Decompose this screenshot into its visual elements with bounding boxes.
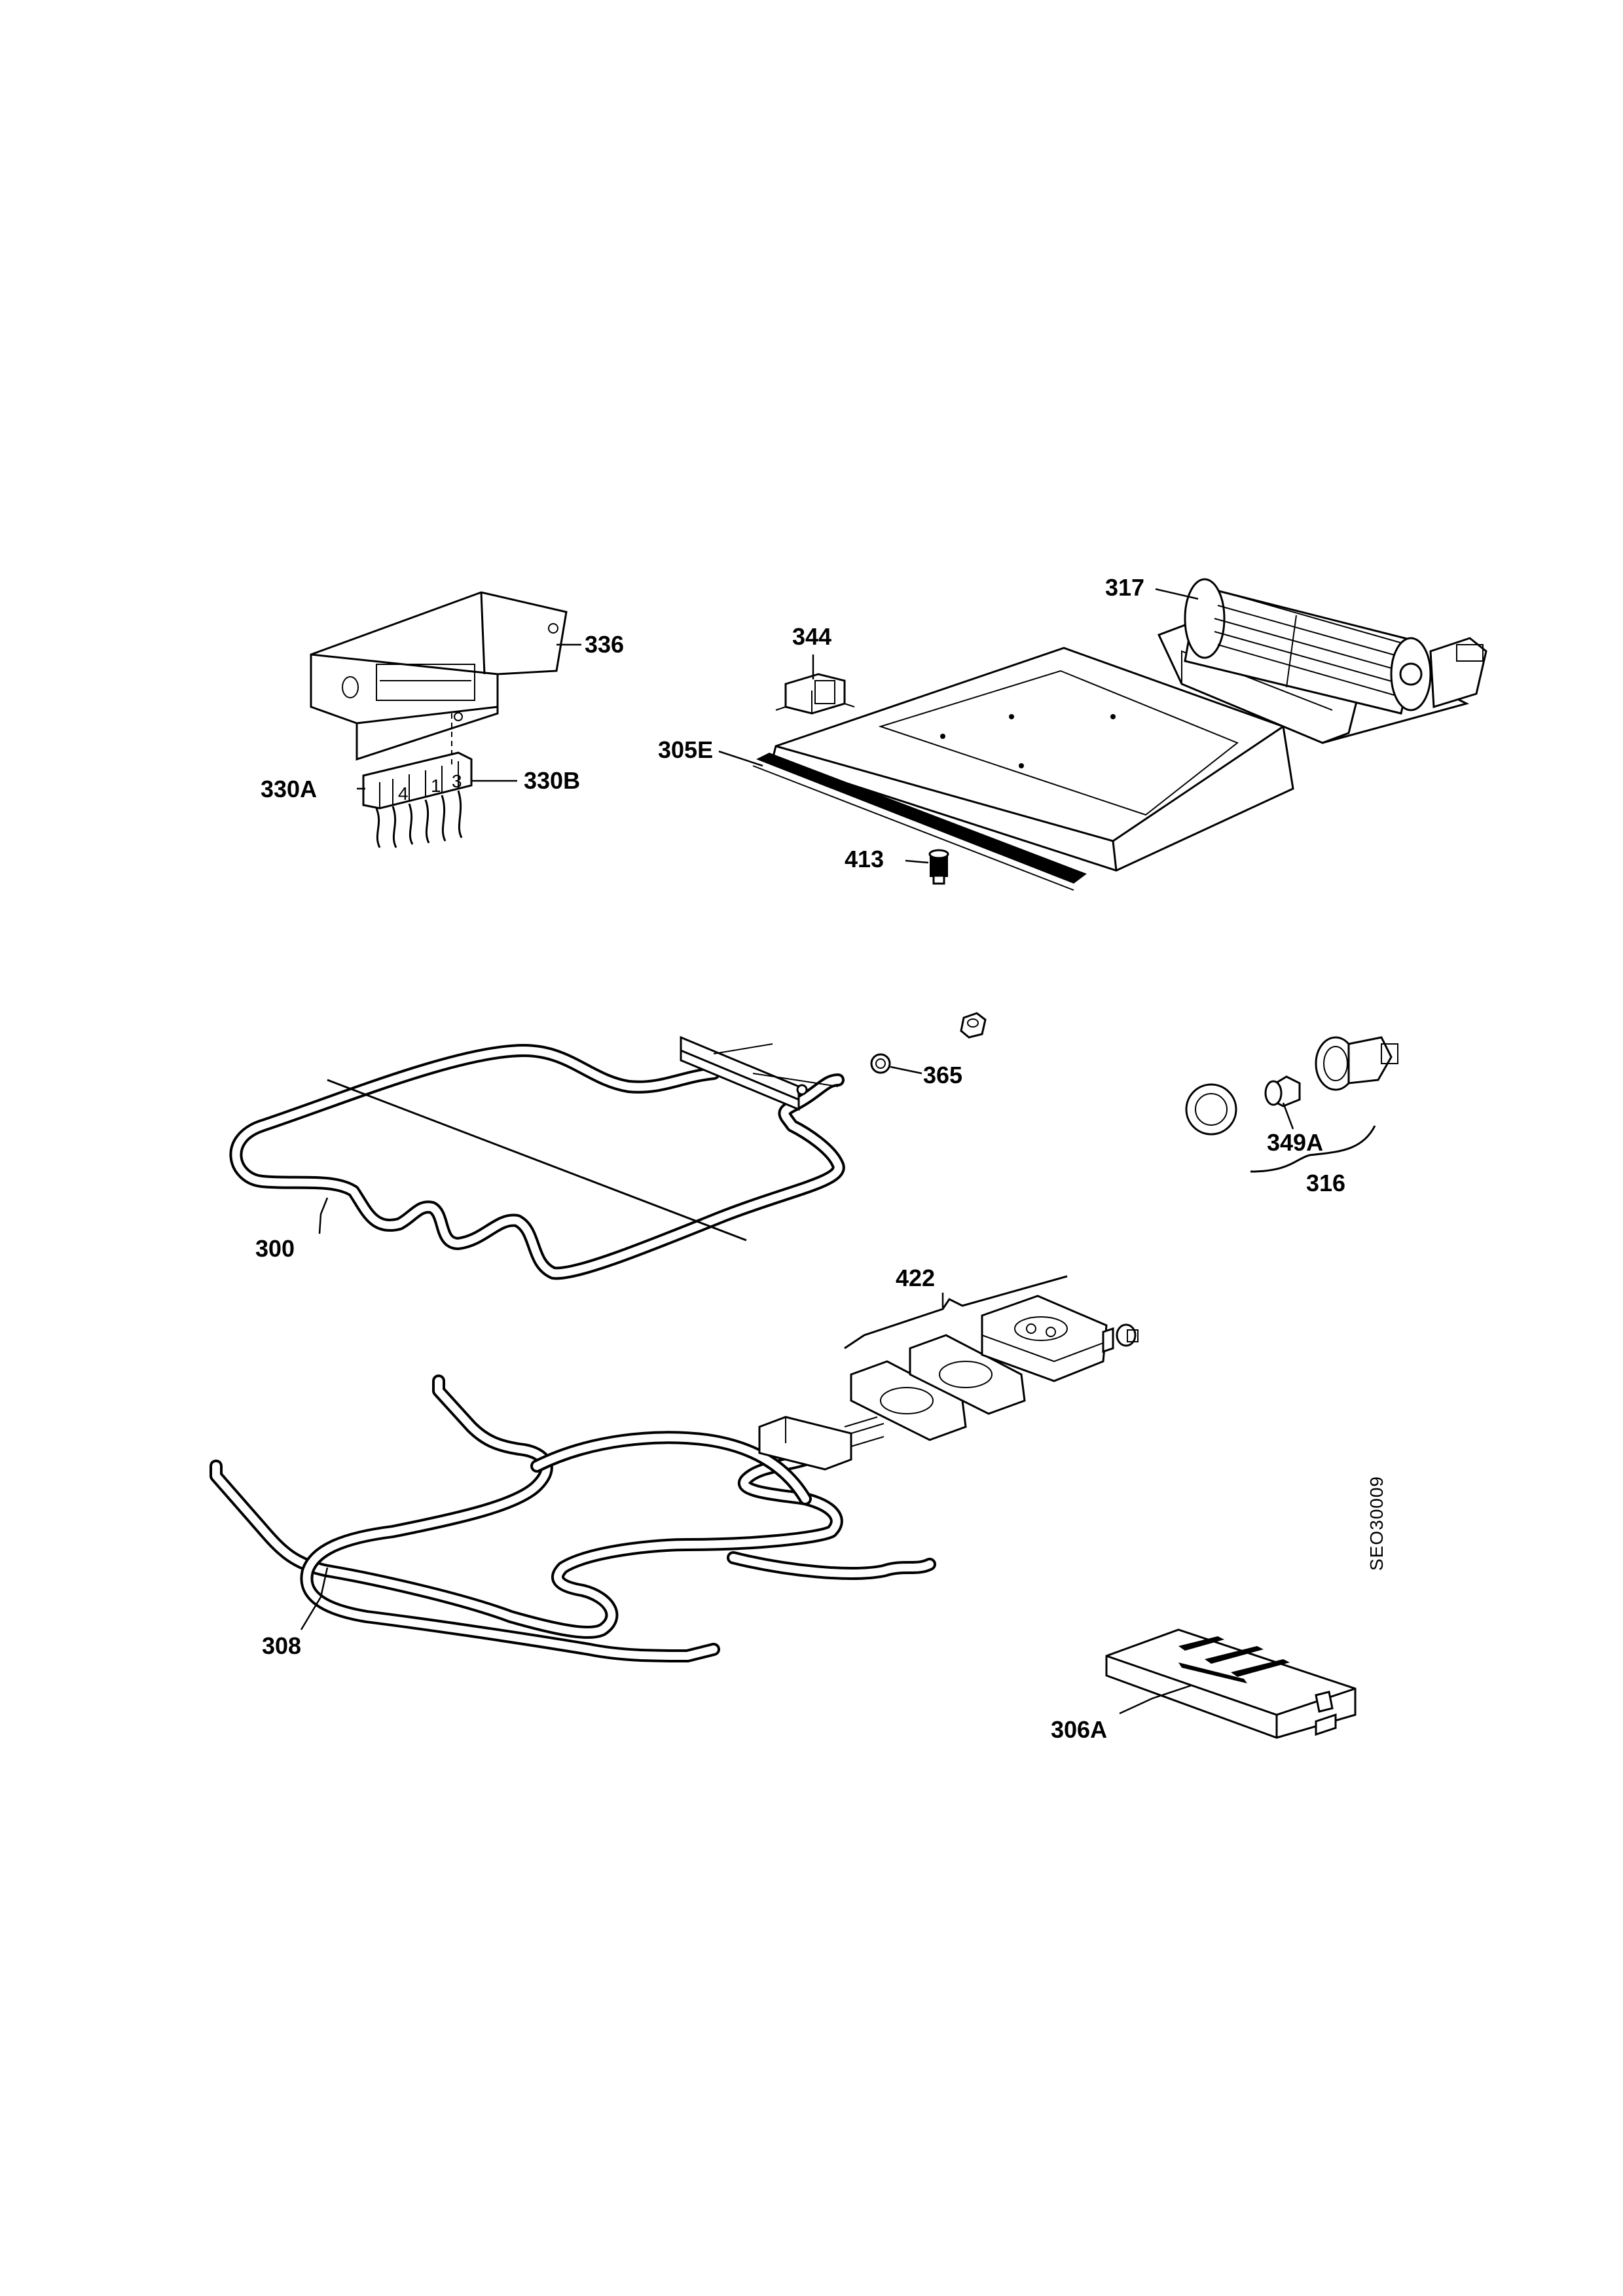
label-330b: 330B xyxy=(524,767,580,794)
junction-box-housing xyxy=(310,591,568,761)
terminal-block: 4 1 3 xyxy=(362,713,473,848)
label-365: 365 xyxy=(923,1062,962,1088)
leader-lines xyxy=(300,588,1294,1715)
terminal-mark-1: 1 xyxy=(431,776,442,796)
diagram-code: SEO30009 xyxy=(1366,1476,1387,1571)
label-336: 336 xyxy=(585,631,624,658)
label-413: 413 xyxy=(845,846,884,872)
label-422: 422 xyxy=(896,1265,935,1291)
label-316: 316 xyxy=(1306,1170,1345,1196)
grease-filter-cover xyxy=(1105,1628,1357,1739)
label-306a: 306A xyxy=(1051,1716,1107,1743)
part-labels: 317 336 344 305E 330A 330B 413 365 349A … xyxy=(255,574,1387,1743)
terminal-mark-3: 3 xyxy=(452,771,463,791)
terminal-connector-kit xyxy=(844,1275,1139,1441)
label-349a: 349A xyxy=(1267,1129,1323,1156)
nut-washer xyxy=(870,1012,987,1074)
screw xyxy=(928,849,949,885)
label-317: 317 xyxy=(1105,574,1144,601)
label-308: 308 xyxy=(262,1632,301,1659)
label-344: 344 xyxy=(792,623,831,650)
oven-lamp-assembly xyxy=(1185,1036,1398,1173)
bottom-heating-element xyxy=(210,1374,936,1662)
top-panel xyxy=(752,647,1294,891)
label-300: 300 xyxy=(255,1235,295,1262)
top-heating-element xyxy=(229,1035,845,1280)
tangential-fan xyxy=(1157,578,1487,744)
terminal-mark-4: 4 xyxy=(398,783,409,804)
label-330a: 330A xyxy=(261,776,317,802)
door-switch xyxy=(775,673,855,715)
label-305e: 305E xyxy=(658,736,713,763)
